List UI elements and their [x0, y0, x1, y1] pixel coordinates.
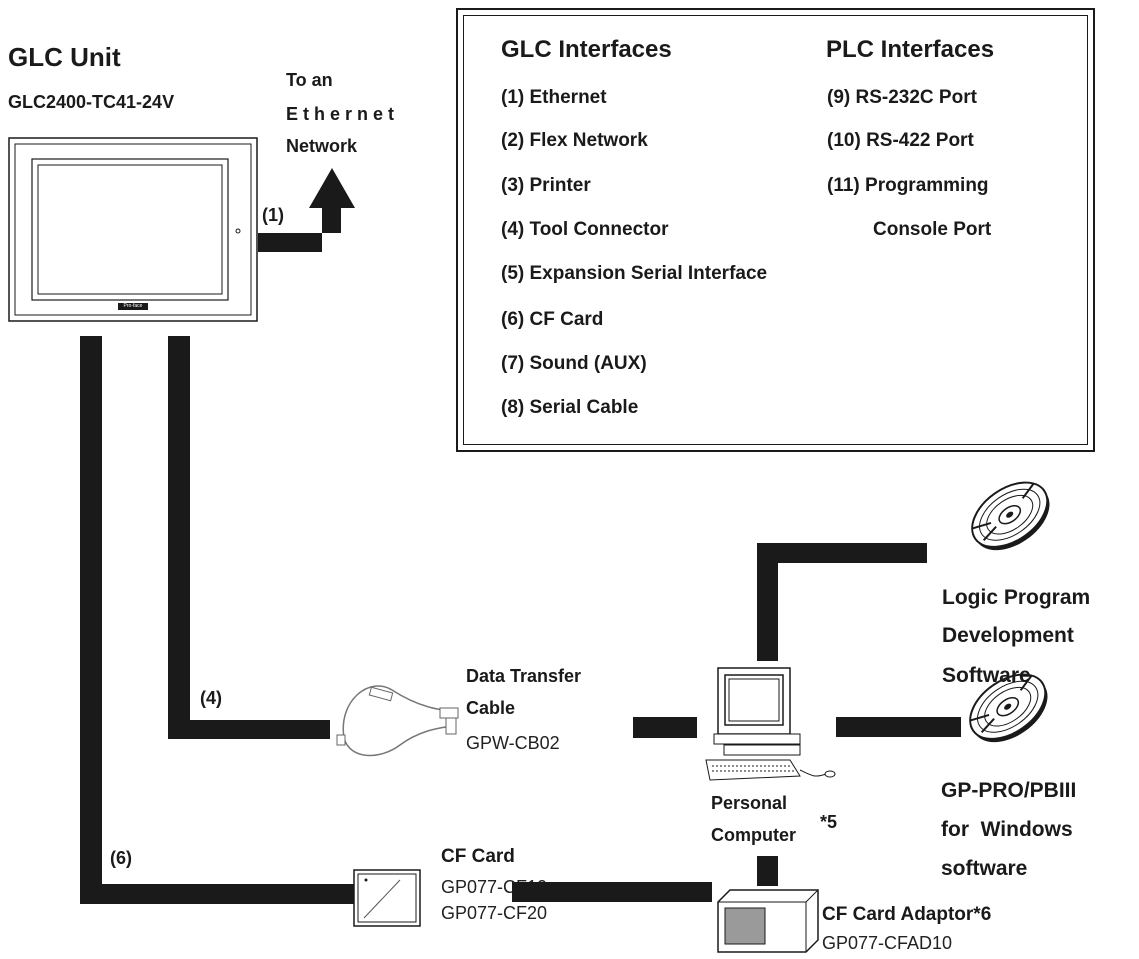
- logic-software-line2: Development: [942, 624, 1074, 647]
- ethernet-label-line1: To an: [286, 70, 333, 90]
- glc-unit-device: Pro-face: [8, 137, 258, 322]
- adaptor-title: CF Card Adaptor*6: [822, 904, 992, 925]
- cable-part-number: GPW-CB02: [466, 733, 560, 753]
- computer-to-logic-line-vertical: [757, 543, 778, 661]
- gppro-software-line2: for Windows: [941, 818, 1073, 841]
- glc-unit-drawing: [8, 137, 258, 322]
- logic-software-line1: Logic Program: [942, 586, 1091, 609]
- logic-software-line3: Software: [942, 664, 1031, 687]
- interfaces-legend-box: [456, 8, 1095, 452]
- ethernet-label-line2: E t h e r n e t: [286, 104, 395, 124]
- computer-to-logic-line-horizontal: [757, 543, 927, 563]
- cf-port-label: (6): [110, 848, 132, 868]
- adaptor-part: GP077-CFAD10: [822, 933, 953, 953]
- glc-unit-title: GLC Unit: [8, 42, 121, 72]
- legend-glc-item: (3) Printer: [501, 175, 591, 196]
- legend-glc-item: (1) Ethernet: [501, 87, 607, 108]
- cable-label-line1: Data Transfer: [466, 666, 582, 686]
- legend-glc-header: GLC Interfaces: [501, 36, 672, 63]
- cf-card-title: CF Card: [441, 846, 515, 867]
- legend-plc-item: (11) Programming: [827, 175, 989, 196]
- cable-to-computer-line: [633, 717, 697, 738]
- legend-glc-item: (7) Sound (AUX): [501, 353, 647, 374]
- legend-plc-item: (10) RS-422 Port: [827, 130, 974, 151]
- glc-unit-model: GLC2400-TC41-24V: [8, 92, 175, 112]
- legend-plc-item: (9) RS-232C Port: [827, 87, 977, 108]
- legend-plc-item: Console Port: [873, 219, 992, 240]
- computer-label-line1: Personal: [711, 793, 788, 813]
- computer-label-line2: Computer: [711, 825, 796, 845]
- ethernet-port-label: (1): [262, 205, 284, 225]
- cable-label-line2: Cable: [466, 698, 516, 718]
- legend-glc-item: (6) CF Card: [501, 309, 604, 330]
- ethernet-label-line3: Network: [286, 136, 358, 156]
- legend-plc-header: PLC Interfaces: [826, 36, 995, 63]
- cf-card-line-vertical: [80, 336, 102, 904]
- tool-port-label: (4): [200, 688, 222, 708]
- tool-line-vertical: [168, 336, 190, 739]
- gppro-software-line1: GP-PRO/PBIII: [941, 779, 1077, 802]
- computer-note: *5: [820, 812, 838, 832]
- cf-card-line-horizontal: [80, 884, 371, 904]
- cf-card-to-adaptor-line: [512, 882, 712, 902]
- computer-to-adaptor-line: [757, 856, 778, 886]
- tool-line-horizontal: [168, 720, 330, 739]
- legend-glc-item: (4) Tool Connector: [501, 219, 669, 240]
- computer-to-gppro-line: [836, 717, 961, 737]
- legend-glc-item: (2) Flex Network: [501, 130, 648, 151]
- gppro-software-line3: software: [941, 857, 1028, 880]
- legend-glc-item: (8) Serial Cable: [501, 397, 639, 418]
- legend-glc-item: (5) Expansion Serial Interface: [501, 263, 768, 284]
- cf-card-part2: GP077-CF20: [441, 903, 548, 923]
- glc-logo: Pro-face: [123, 303, 143, 309]
